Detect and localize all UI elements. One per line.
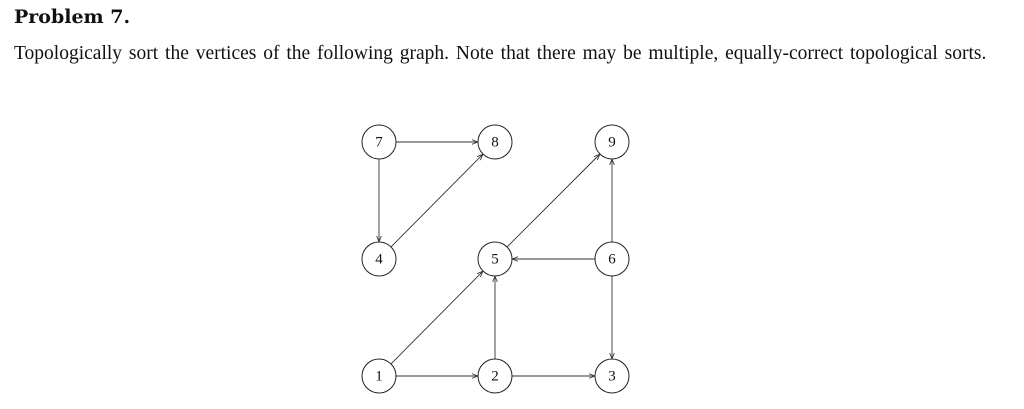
vertex-4: 4 [361,241,397,277]
vertex-label: 4 [375,251,383,267]
vertex-label: 2 [491,368,499,384]
vertex-1: 1 [361,358,397,394]
vertex-3: 3 [594,358,630,394]
vertex-label: 6 [608,251,616,267]
vertex-circle [361,358,397,394]
vertex-circle [361,124,397,160]
vertex-circle [477,241,513,277]
graph-nodes: 7 8 9 4 5 6 1 2 3 [361,124,630,394]
vertex-label: 3 [608,368,616,384]
vertex-circle [477,358,513,394]
vertex-circle [477,124,513,160]
vertex-label: 1 [375,368,383,384]
graph-edges [379,142,612,376]
vertex-label: 5 [491,251,499,267]
vertex-circle [361,241,397,277]
vertex-9: 9 [594,124,630,160]
vertex-circle [594,241,630,277]
edge-1-to-5 [390,271,483,365]
problem-title: Problem 7. [14,6,131,28]
vertex-label: 8 [491,134,499,150]
vertex-label: 9 [608,134,616,150]
edge-4-to-8 [390,154,483,248]
vertex-5: 5 [477,241,513,277]
vertex-6: 6 [594,241,630,277]
edge-5-to-9 [506,154,600,248]
vertex-2: 2 [477,358,513,394]
vertex-circle [594,358,630,394]
vertex-8: 8 [477,124,513,160]
problem-statement: Topologically sort the vertices of the f… [14,43,987,64]
vertex-label: 7 [375,134,383,150]
vertex-circle [594,124,630,160]
vertex-7: 7 [361,124,397,160]
